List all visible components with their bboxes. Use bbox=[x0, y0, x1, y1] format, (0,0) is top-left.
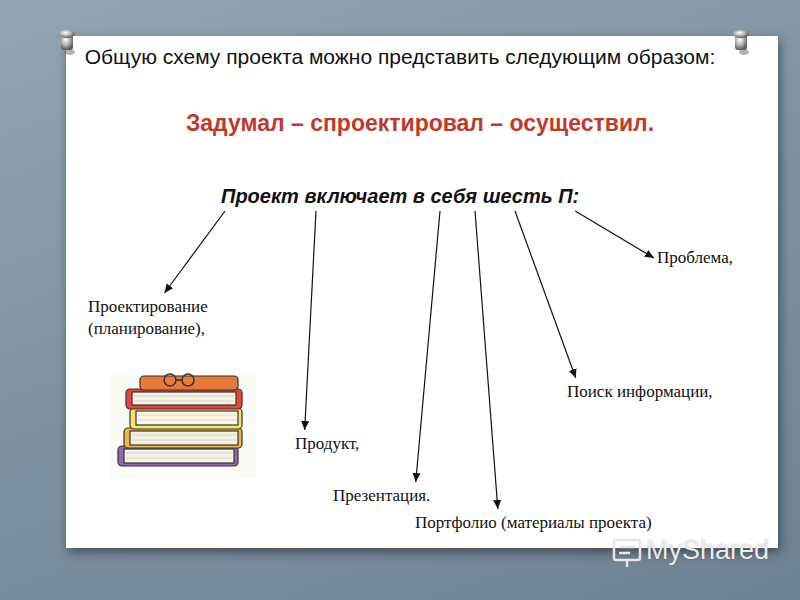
item-node: Проблема, bbox=[657, 247, 733, 269]
node-text: Проблема, bbox=[657, 247, 733, 269]
item-node: Продукт, bbox=[295, 433, 359, 455]
arrow-connector bbox=[515, 211, 576, 378]
books-picture bbox=[110, 374, 256, 478]
arrow-connector bbox=[575, 211, 654, 258]
arrow-connector bbox=[416, 211, 440, 482]
slide-title: Общую схему проекта можно представить сл… bbox=[80, 44, 720, 70]
pushpin bbox=[59, 30, 75, 55]
item-node: Презентация. bbox=[333, 485, 430, 507]
node-text: Портфолио (материалы проекта) bbox=[415, 512, 652, 534]
watermark: MyShared bbox=[646, 535, 769, 566]
item-node: Поиск информации, bbox=[567, 381, 713, 403]
node-text: Презентация. bbox=[333, 485, 430, 507]
node-text: Поиск информации, bbox=[567, 381, 713, 403]
arrow-connector bbox=[475, 211, 498, 509]
item-node: Проектирование (планирование), bbox=[88, 296, 258, 340]
arrow-connector bbox=[165, 211, 226, 293]
heading-node: Проект включает в себя шесть П: bbox=[221, 185, 579, 208]
arrow-connector bbox=[305, 211, 316, 430]
watermark-icon bbox=[614, 540, 640, 567]
item-node: Портфолио (материалы проекта) bbox=[415, 512, 652, 534]
slogan: Задумал – спроектировал – осуществил. bbox=[70, 110, 770, 137]
node-text: Проект включает в себя шесть П: bbox=[221, 185, 579, 208]
pushpin bbox=[733, 30, 749, 55]
node-text: Проектирование (планирование), bbox=[88, 296, 258, 340]
node-text: Продукт, bbox=[295, 433, 359, 455]
